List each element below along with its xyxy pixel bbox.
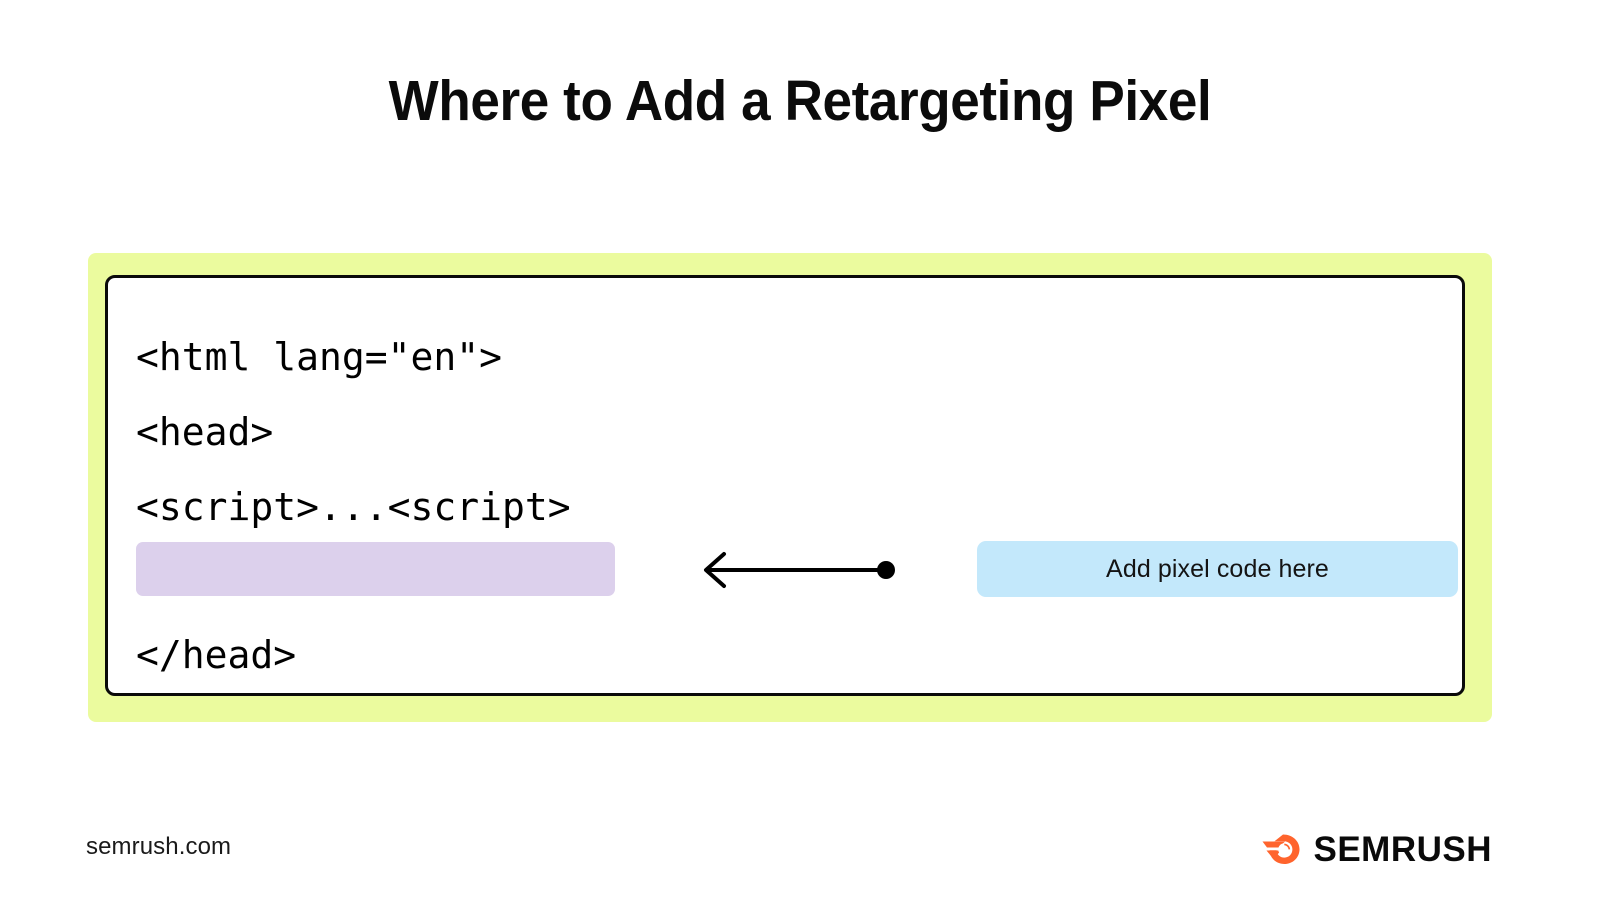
code-line-head-open: <head> xyxy=(136,410,274,454)
code-line-html-open: <html lang="en"> xyxy=(136,335,503,379)
left-arrow-icon xyxy=(704,552,895,588)
annotation-label: Add pixel code here xyxy=(1106,554,1329,583)
semrush-logo: SEMRUSH xyxy=(1261,828,1492,870)
code-block-frame: <html lang="en"> <head> <script>...<scri… xyxy=(88,253,1492,722)
code-line-head-close: </head> xyxy=(136,633,297,677)
footer-source-url: semrush.com xyxy=(86,833,232,860)
page-title: Where to Add a Retargeting Pixel xyxy=(388,69,1212,133)
code-card: <html lang="en"> <head> <script>...<scri… xyxy=(105,275,1465,696)
semrush-wordmark: SEMRUSH xyxy=(1313,829,1492,869)
annotation-callout: Add pixel code here xyxy=(977,541,1458,597)
pixel-code-placeholder-row xyxy=(136,542,615,596)
code-line-script: <script>...<script> xyxy=(136,485,571,529)
semrush-comet-icon xyxy=(1262,834,1300,864)
